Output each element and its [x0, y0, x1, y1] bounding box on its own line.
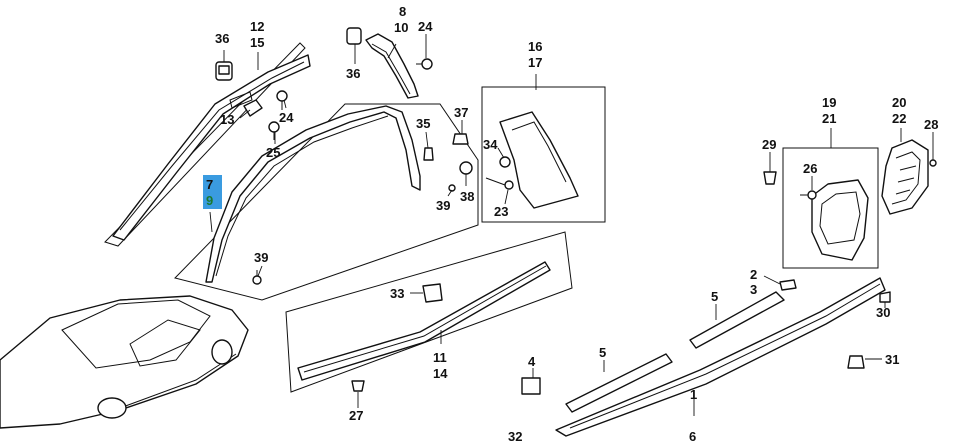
callout-2: 2: [750, 267, 757, 282]
box-pillar-garnish: [104, 42, 306, 247]
screw-26: [800, 190, 817, 200]
callout-8: 8: [399, 4, 406, 19]
callout-36-a: 36: [215, 31, 229, 46]
callout-26: 26: [803, 161, 817, 176]
clip-35: [423, 147, 434, 161]
side-sill-garnish: [555, 277, 886, 437]
callout-22: 22: [892, 111, 906, 126]
side-vent-outer: [881, 139, 929, 215]
box-door-molding: [285, 231, 573, 393]
callout-27: 27: [349, 408, 363, 423]
side-intake-grille: [811, 179, 869, 261]
clip-36-b: [346, 27, 362, 45]
box-quarter-garnish: [481, 86, 606, 223]
quarter-garnish: [499, 111, 579, 209]
callout-39-b: 39: [254, 250, 268, 265]
clip-39-a: [448, 184, 456, 192]
callout-35: 35: [416, 116, 430, 131]
callout-9: 9: [206, 193, 213, 208]
callout-14: 14: [433, 366, 448, 381]
clip-33: [422, 283, 443, 303]
clip-29: [763, 171, 777, 185]
callout-31: 31: [885, 352, 899, 367]
callout-11: 11: [433, 350, 447, 365]
callout-19: 19: [822, 95, 836, 110]
callout-15: 15: [250, 35, 264, 50]
clip-28: [929, 159, 937, 167]
callout-5-a: 5: [711, 289, 718, 304]
callout-21: 21: [822, 111, 836, 126]
callout-24-a: 24: [418, 19, 433, 34]
callout-7: 7: [206, 177, 213, 192]
callout-6: 6: [689, 429, 696, 441]
leader-lines: [209, 34, 934, 416]
callout-3: 3: [750, 282, 757, 297]
a-pillar-garnish: [112, 54, 311, 241]
callout-24-b: 24: [279, 110, 294, 125]
clip-39-b: [252, 270, 262, 285]
callout-5-b: 5: [599, 345, 606, 360]
callout-labels: 36 12 15 8 10 24 36 16 17 13 24 25 37 35…: [206, 4, 938, 441]
screw-24-a: [416, 58, 433, 70]
car-illustration: [0, 295, 249, 429]
callout-12: 12: [250, 19, 264, 34]
highlight-callout-7-9: [203, 175, 222, 209]
callout-17: 17: [528, 55, 542, 70]
clip-27: [351, 380, 365, 392]
callout-25: 25: [266, 145, 280, 160]
callout-16: 16: [528, 39, 542, 54]
box-door-frame-garnish: [174, 103, 479, 301]
sill-piece-5-a: [689, 291, 785, 349]
callout-38: 38: [460, 189, 474, 204]
clip-31: [847, 355, 865, 369]
box-side-vent: [782, 147, 879, 269]
callout-13: 13: [220, 112, 234, 127]
callout-28: 28: [924, 117, 938, 132]
callout-23: 23: [494, 204, 508, 219]
callout-33: 33: [390, 286, 404, 301]
callout-34: 34: [483, 137, 498, 152]
clip-4: [521, 377, 541, 395]
callout-10: 10: [394, 20, 408, 35]
upper-pillar-trim: [365, 33, 419, 99]
clip-36-a: [215, 61, 233, 81]
door-molding: [297, 261, 551, 381]
callout-30: 30: [876, 305, 890, 320]
screw-25: [268, 121, 280, 140]
callout-37: 37: [454, 105, 468, 120]
callout-1: 1: [690, 387, 697, 402]
callout-36-b: 36: [346, 66, 360, 81]
sill-piece-5-b: [565, 353, 673, 413]
clip-30: [879, 291, 891, 303]
clip-13: [243, 99, 263, 117]
clip-37: [452, 133, 469, 145]
door-frame-garnish: [205, 105, 421, 283]
callout-4: 4: [528, 354, 536, 369]
screw-23: [485, 177, 514, 190]
callout-32: 32: [508, 429, 522, 441]
callout-29: 29: [762, 137, 776, 152]
clip-2-3: [779, 279, 797, 291]
callout-20: 20: [892, 95, 906, 110]
callout-39-a: 39: [436, 198, 450, 213]
clip-38: [459, 161, 473, 175]
screw-24-b: [276, 90, 288, 110]
screw-34: [499, 156, 511, 168]
